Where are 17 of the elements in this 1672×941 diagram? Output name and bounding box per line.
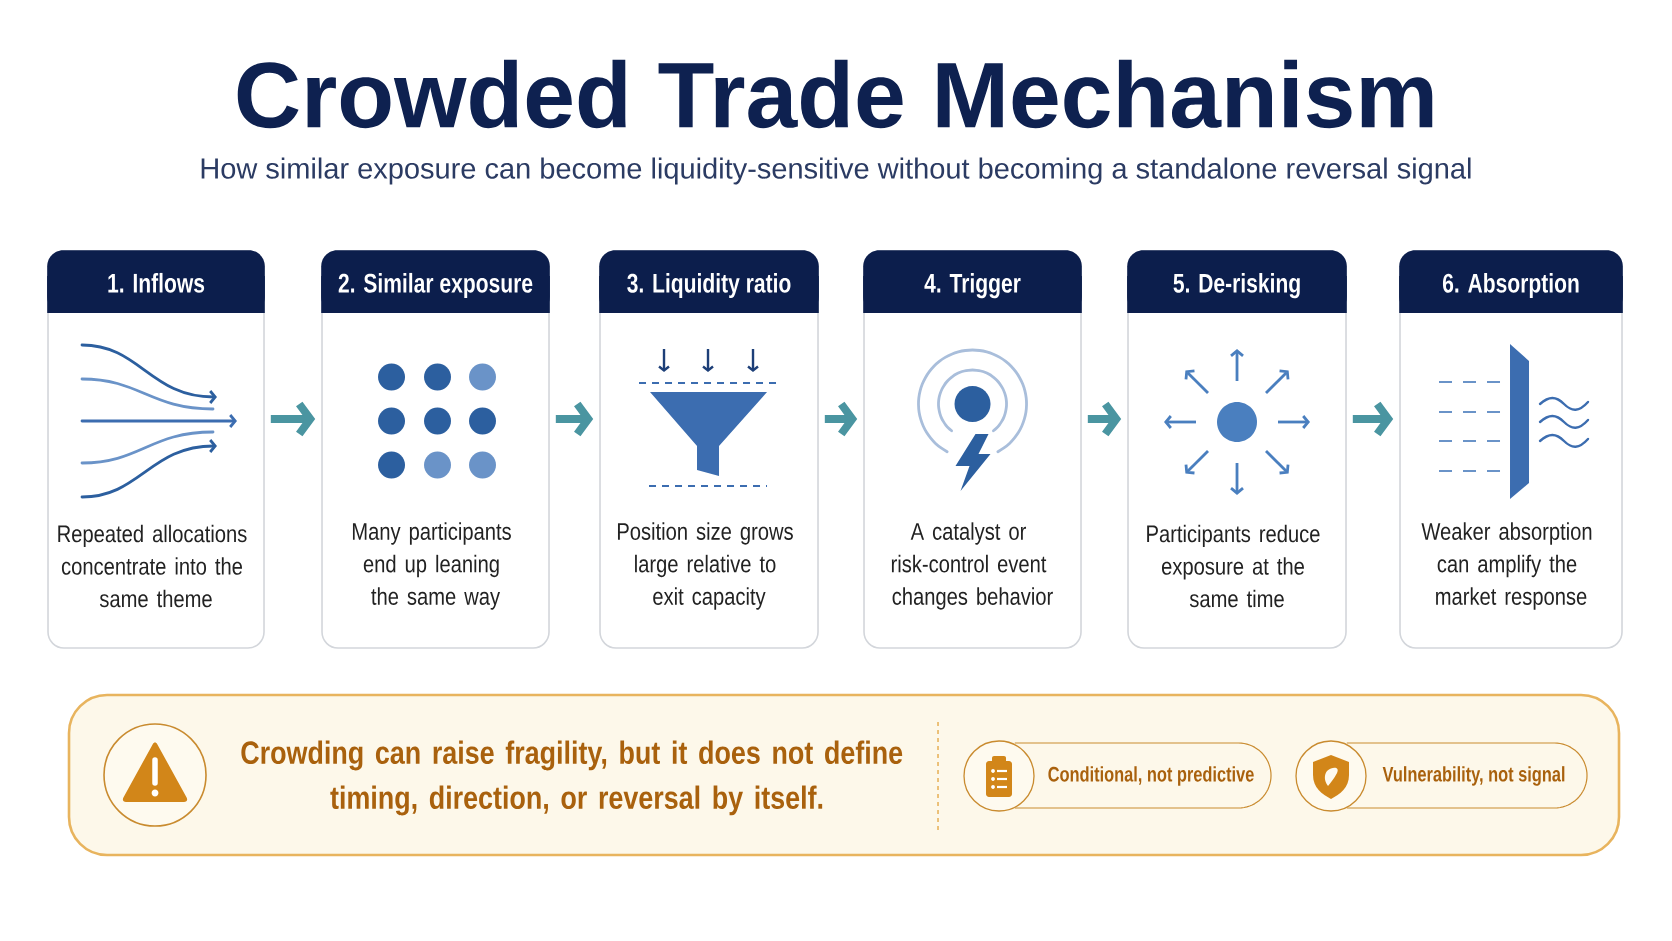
- card-text: Repeated allocations concentrate into the same theme: [58, 524, 247, 608]
- pill-badge: Vulnerability, not signal: [1346, 742, 1588, 809]
- card-header: 6. Absorption: [1399, 250, 1623, 313]
- card-text: Weaker absorption can amplify the market response: [1421, 522, 1592, 610]
- card-text: A catalyst or risk-control event changes behavior: [891, 522, 1053, 610]
- callout-text: Crowding can raise fragility, but it does not define timing, direction, or reversal by itself.: [241, 740, 903, 816]
- card-header: 5. De-risking: [1127, 250, 1347, 313]
- card-text: Many participants end up leaning the same way: [352, 522, 511, 610]
- subtitle: How similar exposure can become liquidity-sensitive without becoming a standalone reversal signal: [201, 157, 1471, 185]
- pill-badge: Conditional, not predictive: [1014, 742, 1272, 809]
- card-header: 1. Inflows: [47, 250, 265, 313]
- card-header: 2. Similar exposure: [321, 250, 550, 313]
- card-text: Participants reduce exposure at the same time: [1147, 524, 1320, 608]
- card-header: 3. Liquidity ratio: [599, 250, 819, 313]
- title: Crowded Trade Mechanism: [237, 59, 1433, 129]
- card-text: Position size grows large relative to exit capacity: [618, 522, 793, 610]
- card-header: 4. Trigger: [863, 250, 1082, 313]
